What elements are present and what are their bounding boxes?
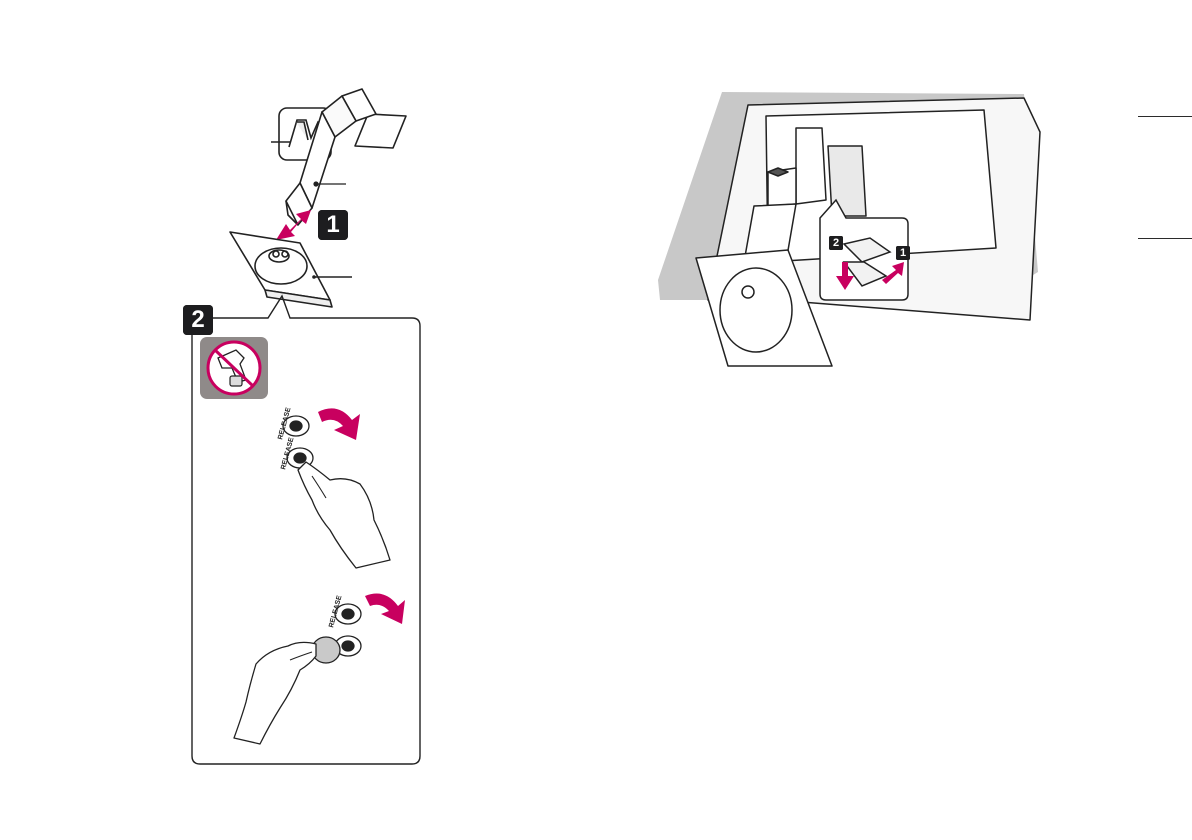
margin-rule-bottom: [1138, 238, 1192, 239]
right-figure: 2 1: [600, 0, 1192, 840]
no-power-tool-warning: [200, 337, 268, 399]
step2-badge: 2: [183, 305, 213, 335]
monitor-stand-attach-illustration: [600, 0, 1192, 840]
right-step1-badge: 1: [896, 246, 910, 260]
hand-lower: [234, 642, 316, 744]
step1-badge: 1: [318, 210, 348, 240]
stand-base: [230, 232, 332, 307]
margin-rule-top: [1138, 116, 1192, 117]
right-step2-badge: 2: [829, 236, 843, 250]
stand-assembly-illustration: RELEASE RELEASE RELEASE: [0, 0, 600, 840]
rotate-arrow-lower: [365, 594, 405, 624]
left-figure: RELEASE RELEASE RELEASE 1 2: [0, 0, 600, 840]
rotate-arrow-upper: [318, 408, 360, 440]
hand-upper: [298, 462, 390, 568]
